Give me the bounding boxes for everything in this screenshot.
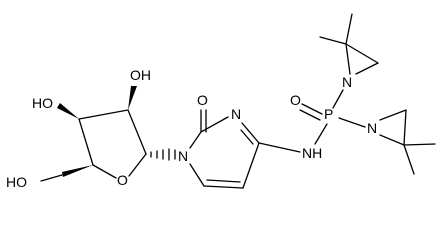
atom-n3: N xyxy=(231,106,241,122)
bond-p-o xyxy=(301,103,323,115)
wedge-c2-oh xyxy=(128,86,137,110)
phosphoramide-group xyxy=(299,89,366,145)
atom-o-ring: O xyxy=(117,172,128,188)
bond-p-n-top xyxy=(332,89,344,109)
bond-n1-c2 xyxy=(189,131,202,149)
atom-n1: N xyxy=(178,148,188,164)
atom-ho-bottom: HO xyxy=(6,174,27,190)
bond-c6-n1 xyxy=(189,163,205,187)
bond-methyl-top-2 xyxy=(345,13,353,45)
molecule-diagram: OH HO HO O N O N NH O P N N xyxy=(6,13,436,190)
bond-methyl-bot-2 xyxy=(403,144,415,175)
bond-n-c-top-a xyxy=(345,43,351,75)
bond-ring-bot xyxy=(403,109,407,146)
bond-methyl-bot-1 xyxy=(403,143,436,146)
pyrimidinone-ring xyxy=(189,109,301,189)
bond-ch2-oh xyxy=(40,174,63,182)
atom-o-phosphoryl: O xyxy=(290,92,301,108)
bond-n3-c4-double xyxy=(240,129,254,145)
bond-o-c4 xyxy=(92,164,117,179)
bond-c5-c6-double xyxy=(206,179,241,183)
bond-ring-top xyxy=(345,43,379,64)
bond-methyl-top-1 xyxy=(319,36,347,45)
atom-n-aziridine-top: N xyxy=(342,74,352,90)
bond-p-o-double xyxy=(299,109,321,121)
atom-n-aziridine-bottom: N xyxy=(367,120,377,136)
bond-c4-c5 xyxy=(242,142,260,189)
wedge-c3-oh xyxy=(57,103,79,119)
bond-c4-c3 xyxy=(78,118,94,166)
bond-c4-nh xyxy=(258,142,301,153)
atom-nh: NH xyxy=(302,145,322,161)
bond-n-c-bot-b xyxy=(379,134,405,146)
bond-p-n-bottom xyxy=(338,117,366,128)
atom-o-carbonyl: O xyxy=(197,92,208,108)
atom-oh-left: HO xyxy=(32,95,53,111)
hashed-bond-c1-n1 xyxy=(150,148,176,161)
bond-c5-c6 xyxy=(203,185,244,189)
bond-n3-c4 xyxy=(241,122,260,144)
sugar-ring xyxy=(40,86,176,182)
bond-n-c-top-b xyxy=(355,62,379,75)
bond-n-c-bot-a xyxy=(379,109,407,121)
bond-c2-c1 xyxy=(127,109,147,155)
aziridine-bottom xyxy=(379,109,436,175)
atom-oh-top: OH xyxy=(130,67,151,83)
bond-c2-n3 xyxy=(200,116,229,133)
bond-c1-o xyxy=(128,153,147,177)
bond-nh-p xyxy=(314,123,328,145)
atom-p: P xyxy=(324,106,333,122)
wedge-c4-ch2 xyxy=(62,165,93,177)
bond-c3-c2 xyxy=(78,109,129,120)
aziridine-top xyxy=(319,13,379,75)
